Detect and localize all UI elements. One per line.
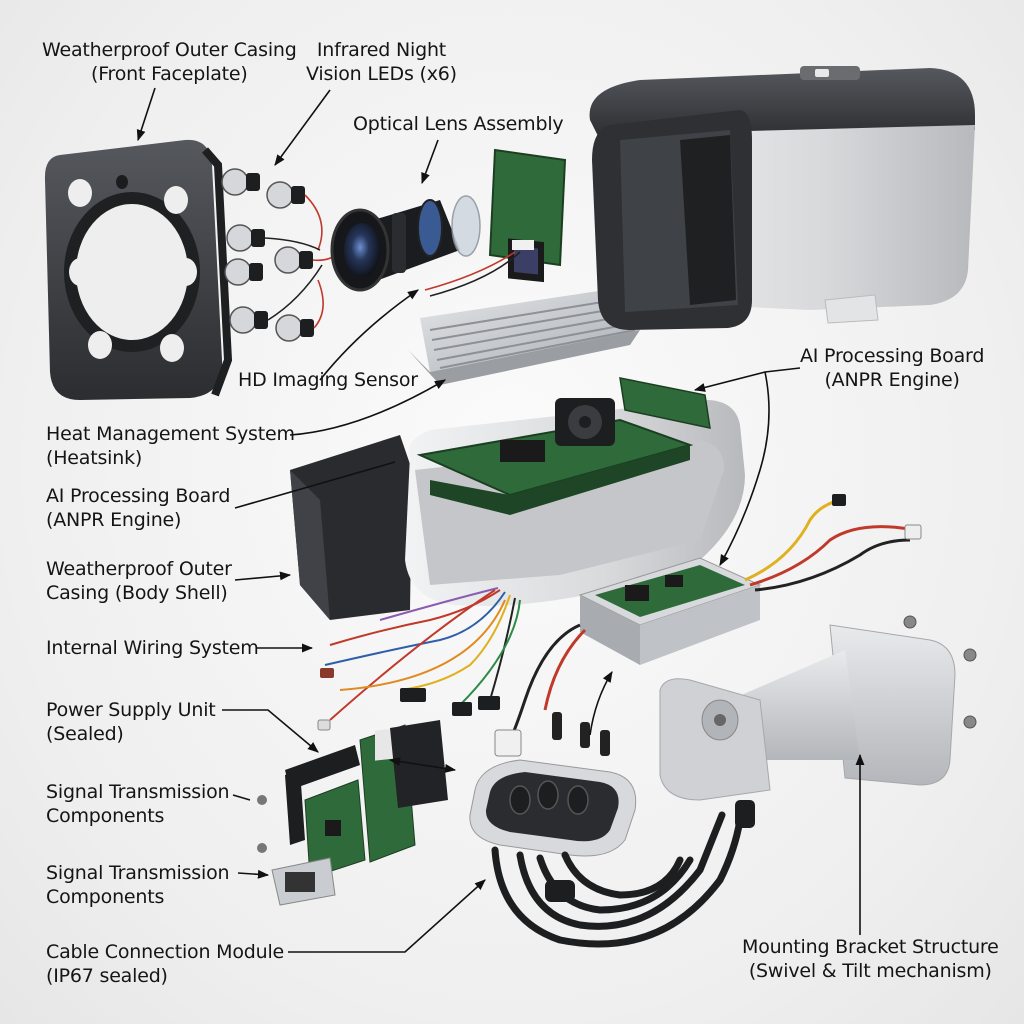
front-faceplate-part: [44, 139, 233, 401]
label-body-shell-line2: Casing (Body Shell): [46, 582, 228, 604]
label-signal-transmission-1-line2: Components: [46, 805, 165, 827]
imaging-sensor-part: [424, 148, 567, 297]
label-mounting-bracket: Mounting Bracket Structure (Swivel & Til…: [742, 935, 999, 983]
label-signal-transmission-2: Signal Transmission Components: [46, 861, 230, 909]
mounting-bracket-part: [659, 615, 977, 801]
label-ai-board-right-line1: AI Processing Board: [800, 345, 985, 367]
label-heatsink: Heat Management System (Heatsink): [46, 422, 295, 470]
label-mounting-bracket-line1: Mounting Bracket Structure: [742, 936, 999, 958]
label-imaging-sensor-line1: HD Imaging Sensor: [238, 369, 418, 391]
label-internal-wiring: Internal Wiring System: [46, 636, 259, 660]
label-power-supply-line1: Power Supply Unit: [46, 699, 216, 721]
optical-lens-part: [330, 195, 481, 292]
label-front-faceplate-line2: (Front Faceplate): [91, 63, 248, 85]
leader-lines: [136, 87, 865, 953]
wire-connectors: [317, 668, 500, 731]
module-cable-plug: [832, 494, 846, 506]
label-front-faceplate: Weatherproof Outer Casing (Front Facepla…: [42, 38, 297, 86]
body-shell-part: [290, 377, 745, 620]
label-ir-leds-line2: Vision LEDs (x6): [306, 63, 457, 85]
label-mounting-bracket-line2: (Swivel & Tilt mechanism): [748, 960, 992, 982]
label-ir-leds-line1: Infrared Night: [316, 39, 447, 61]
label-signal-transmission-1: Signal Transmission Components: [46, 780, 230, 828]
label-power-supply-line2: (Sealed): [46, 723, 124, 745]
internal-wiring-part: [324, 587, 521, 721]
label-signal-transmission-2-line2: Components: [46, 886, 165, 908]
label-ai-board-left-line2: (ANPR Engine): [46, 509, 182, 531]
ir-leds-part: [221, 168, 341, 342]
label-signal-transmission-2-line1: Signal Transmission: [46, 862, 230, 884]
label-power-supply: Power Supply Unit (Sealed): [46, 698, 216, 746]
signal-transmission-part: [257, 720, 448, 906]
heatsink-part: [408, 290, 640, 385]
label-imaging-sensor: HD Imaging Sensor: [238, 368, 418, 392]
label-front-faceplate-line1: Weatherproof Outer Casing: [42, 39, 297, 61]
module-cable-plug-white: [904, 524, 922, 540]
label-ai-board-left: AI Processing Board (ANPR Engine): [46, 484, 230, 532]
label-body-shell: Weatherproof Outer Casing (Body Shell): [46, 557, 232, 605]
label-ai-board-left-line1: AI Processing Board: [46, 485, 231, 507]
label-cable-connection-line1: Cable Connection Module: [46, 941, 285, 963]
cable-connection-part: [469, 712, 755, 948]
label-ai-board-right-line2: (ANPR Engine): [824, 369, 960, 391]
label-heatsink-line2: (Heatsink): [46, 447, 143, 469]
label-internal-wiring-line1: Internal Wiring System: [46, 637, 259, 659]
label-optical-lens: Optical Lens Assembly: [353, 112, 564, 136]
label-cable-connection-line2: (IP67 sealed): [46, 965, 168, 987]
label-ai-board-right: AI Processing Board (ANPR Engine): [800, 344, 984, 392]
label-cable-connection: Cable Connection Module (IP67 sealed): [46, 940, 284, 988]
label-body-shell-line1: Weatherproof Outer: [46, 558, 232, 580]
label-optical-lens-line1: Optical Lens Assembly: [353, 113, 564, 135]
label-heatsink-line1: Heat Management System: [46, 423, 295, 445]
main-housing-part: [589, 66, 975, 330]
label-signal-transmission-1-line1: Signal Transmission: [46, 781, 230, 803]
sealed-module-part: [578, 557, 762, 665]
label-ir-leds: Infrared Night Vision LEDs (x6): [306, 38, 457, 86]
